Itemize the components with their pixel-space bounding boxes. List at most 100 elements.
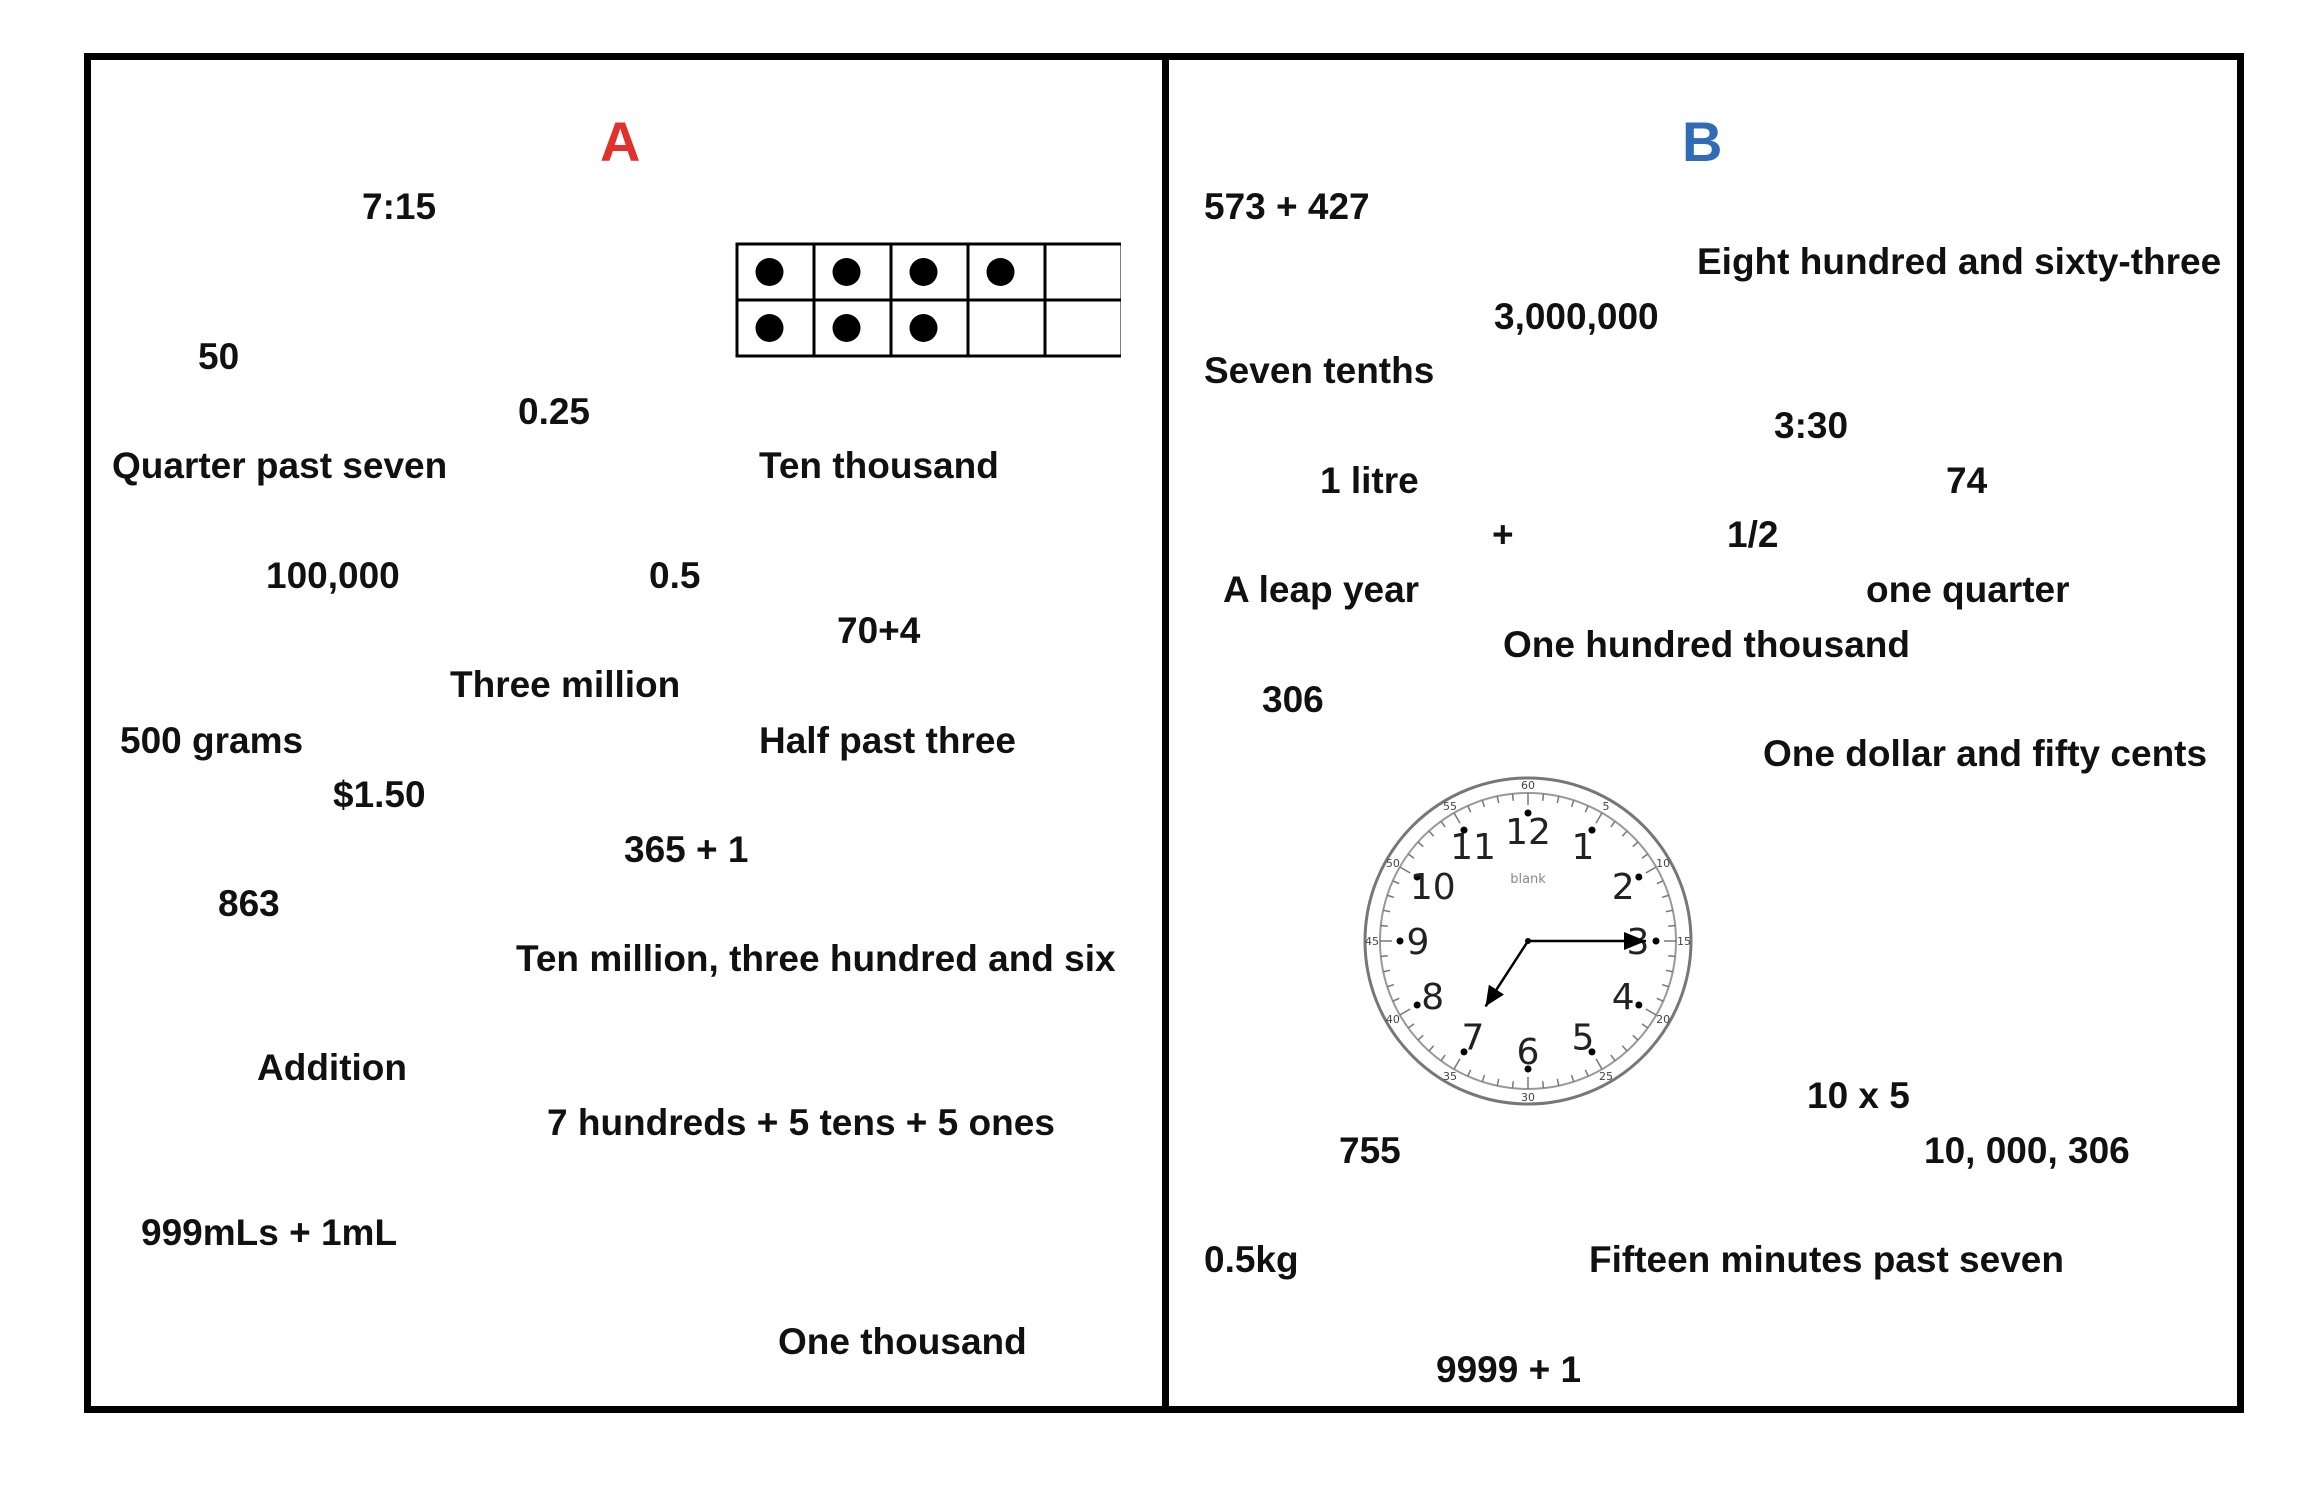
clock-hour-label: 9 <box>1407 922 1430 963</box>
card-a-7: 0.5 <box>649 555 701 596</box>
clock-minute-label: 10 <box>1656 857 1670 870</box>
clock-tick <box>1610 1054 1616 1062</box>
card-b-5: 3:30 <box>1774 405 1849 446</box>
clock-tick <box>1407 1023 1415 1029</box>
clock-tick <box>1428 1045 1435 1052</box>
clock-hour-dot <box>1413 1001 1421 1009</box>
clock-hour-label: 1 <box>1572 827 1595 868</box>
clock-tick <box>1570 800 1575 808</box>
card-a-17: 7 hundreds + 5 tens + 5 ones <box>547 1102 1055 1143</box>
clock-hour-dot <box>1460 826 1468 834</box>
clock-tick <box>1541 793 1545 801</box>
card-a-18: 999mLs + 1mL <box>141 1212 398 1253</box>
ten-frame-dot <box>832 314 861 342</box>
clock-tick <box>1595 1058 1603 1070</box>
clock-tick <box>1417 841 1424 848</box>
card-a-13: 365 + 1 <box>624 829 749 870</box>
card-b-9: 1/2 <box>1727 514 1779 555</box>
clock-tick <box>1661 983 1669 988</box>
clock-tick <box>1668 924 1676 928</box>
card-b-13: 306 <box>1262 679 1324 720</box>
clock-hour-label: 4 <box>1612 977 1635 1018</box>
clock-hour-label: 8 <box>1421 977 1444 1018</box>
clock-minute-label: 15 <box>1677 935 1691 948</box>
card-b-16: 755 <box>1339 1130 1401 1171</box>
clock-minute-label: 45 <box>1365 935 1379 948</box>
clock-hour-dot <box>1635 873 1643 881</box>
clock-tick <box>1632 1034 1639 1041</box>
card-b-4: Seven tenths <box>1204 350 1435 391</box>
clock-tick <box>1407 853 1415 859</box>
clock-tick <box>1584 1069 1589 1077</box>
card-a-15: Ten million, three hundred and six <box>516 938 1116 979</box>
clock-tick <box>1467 1069 1472 1077</box>
clock-tick <box>1595 812 1603 824</box>
ten-frame-dot <box>832 258 861 286</box>
clock-tick <box>1440 1054 1446 1062</box>
card-b-2: Eight hundred and sixty-three <box>1697 241 2222 282</box>
clock-tick <box>1481 1074 1486 1082</box>
card-b-10: A leap year <box>1223 569 1420 610</box>
clock-tick <box>1392 880 1400 885</box>
clock-tick <box>1496 796 1500 804</box>
clock-hour-dot <box>1588 1048 1596 1056</box>
clock-tick <box>1621 1045 1628 1052</box>
clock-tick <box>1399 866 1411 874</box>
card-b-15: 10 x 5 <box>1807 1075 1910 1116</box>
ten-frame-cell <box>1043 298 1121 358</box>
ten-frame-cell <box>1043 242 1121 302</box>
clock-tick <box>1665 969 1673 973</box>
clock-blank-label: blank <box>1510 872 1546 887</box>
clock-hour-dot <box>1413 873 1421 881</box>
clock-tick <box>1380 924 1388 928</box>
card-b-8: + <box>1492 514 1514 555</box>
clock-tick <box>1428 830 1435 837</box>
clock-tick <box>1645 866 1657 874</box>
ten-frame-dot <box>986 258 1015 286</box>
card-a-11: Half past three <box>759 720 1017 761</box>
clock-tick <box>1453 1058 1461 1070</box>
clock-tick <box>1556 796 1560 804</box>
clock-tick <box>1645 1008 1657 1016</box>
card-b-14: One dollar and fifty cents <box>1763 733 2208 774</box>
clock-hour-dot <box>1396 937 1404 945</box>
clock-hour-dot <box>1652 937 1660 945</box>
clock-tick <box>1387 983 1395 988</box>
clock-tick <box>1387 894 1395 899</box>
card-b-7: 74 <box>1946 460 1988 501</box>
clock-minute-label: 5 <box>1603 800 1610 813</box>
ten-frame-dot <box>755 314 784 342</box>
clock-hour-label: 5 <box>1572 1017 1595 1058</box>
card-b-20: 9999 + 1 <box>1436 1349 1582 1390</box>
clock-minute-label: 35 <box>1443 1070 1457 1083</box>
clock-tick <box>1383 909 1391 913</box>
clock-hour-dot <box>1588 826 1596 834</box>
clock-minute-label: 40 <box>1386 1013 1400 1026</box>
clock-hour-dot <box>1524 1065 1532 1073</box>
card-b-6: 1 litre <box>1320 460 1419 501</box>
panel-b-header: B <box>1682 110 1723 173</box>
clock-hour-dot <box>1460 1048 1468 1056</box>
clock-tick <box>1656 880 1664 885</box>
clock-tick <box>1570 1074 1575 1082</box>
clock-tick <box>1511 793 1515 801</box>
clock-tick <box>1556 1078 1560 1086</box>
clock-minute-label: 60 <box>1521 779 1535 792</box>
clock-hour-label: 10 <box>1410 867 1456 908</box>
card-a-12: $1.50 <box>333 774 426 815</box>
clock-hour-label: 12 <box>1505 812 1551 853</box>
clock-minute-hand-arrow <box>1624 932 1646 950</box>
clock-tick <box>1661 894 1669 899</box>
clock-tick <box>1440 820 1446 828</box>
clock-tick <box>1668 954 1676 958</box>
ten-frame-cell <box>966 298 1047 358</box>
clock-tick <box>1656 997 1664 1002</box>
card-b-3: 3,000,000 <box>1494 296 1659 337</box>
card-a-9: Three million <box>450 664 681 705</box>
clock-tick <box>1641 1023 1649 1029</box>
panel-divider <box>1162 53 1169 1413</box>
clock-tick <box>1496 1078 1500 1086</box>
card-a-10: 500 grams <box>120 720 304 761</box>
clock-hour-dot <box>1524 809 1532 817</box>
card-a-1: 7:15 <box>362 186 437 227</box>
